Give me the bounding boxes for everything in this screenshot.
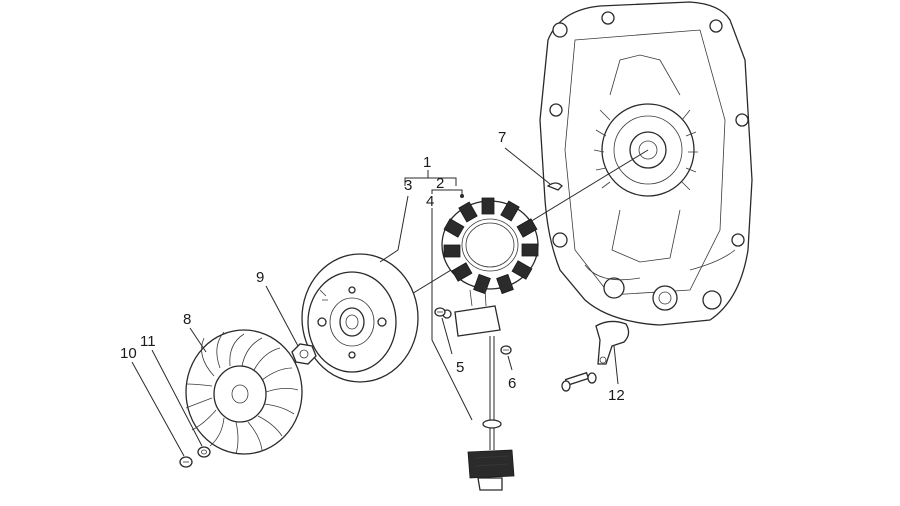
callout-3: 3 [404, 177, 412, 194]
callout-2: 2 [436, 175, 444, 192]
cable-clamp-bolt [561, 320, 630, 392]
stator [441, 197, 539, 337]
callout-6: 6 [508, 375, 516, 392]
callout-7: 7 [498, 129, 506, 146]
callout-4: 4 [426, 193, 434, 210]
wiring-harness [467, 336, 515, 491]
pickup-screw [434, 307, 446, 317]
flywheel-nut [291, 343, 317, 365]
callout-5: 5 [456, 359, 464, 376]
callout-11: 11 [140, 333, 156, 350]
callout-12: 12 [608, 387, 625, 404]
fan-screw-washer [179, 446, 211, 468]
harness-screw [500, 345, 512, 355]
callout-9: 9 [256, 269, 264, 286]
callout-10: 10 [120, 345, 137, 362]
rotor-flywheel [301, 253, 419, 383]
leader-lines [131, 147, 619, 457]
cooling-fan [185, 329, 303, 455]
callout-1: 1 [423, 154, 431, 171]
crankcase-housing [539, 1, 753, 326]
callout-8: 8 [183, 311, 191, 328]
woodruff-key [546, 182, 563, 191]
